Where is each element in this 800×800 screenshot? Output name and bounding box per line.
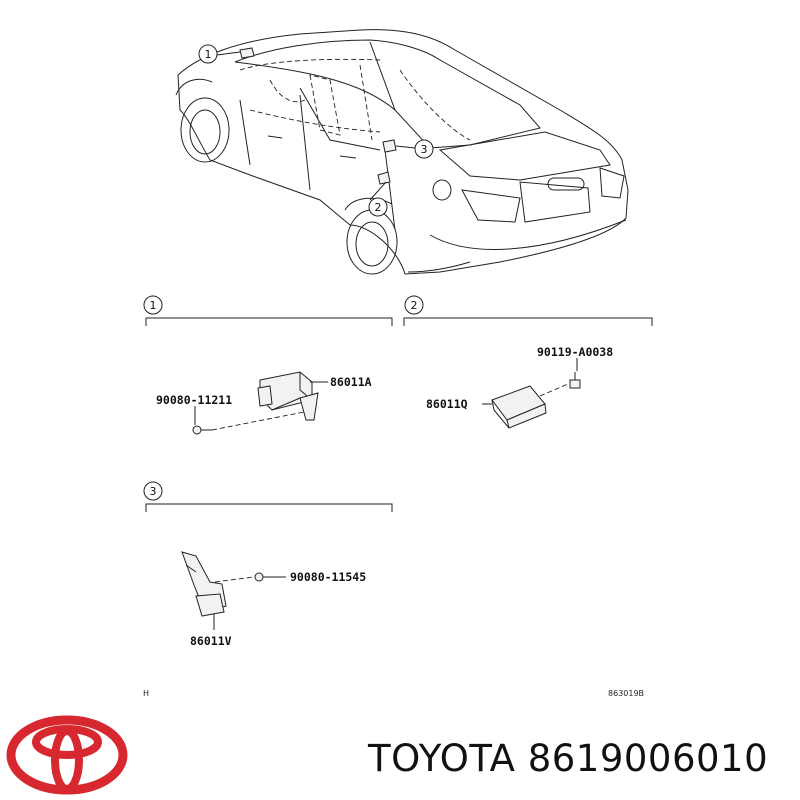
svg-text:86011Q: 86011Q [426, 397, 468, 411]
svg-text:90119-A0038: 90119-A0038 [537, 345, 613, 359]
brand-name: TOYOTA [368, 737, 516, 780]
brand-part-title: TOYOTA 8619006010 [368, 737, 768, 780]
svg-text:3: 3 [150, 485, 157, 498]
svg-text:1: 1 [205, 48, 212, 61]
toyota-logo-icon [6, 715, 128, 795]
section-3: 3 90080-11545 86011V [143, 481, 393, 648]
bolt-90080-11211 [192, 425, 212, 435]
sensor-86011V [181, 551, 227, 617]
car-illustration [175, 29, 629, 275]
car-callout-2: 2 [368, 181, 388, 217]
svg-text:90080-11211: 90080-11211 [156, 393, 232, 407]
bolt-90080-11545 [254, 572, 286, 582]
sensor-86011Q [491, 385, 547, 429]
section-2: 2 90119-A0038 86011Q [403, 295, 653, 429]
part-number: 8619006010 [527, 737, 769, 780]
svg-text:90080-11545: 90080-11545 [290, 570, 366, 584]
diagram-code-left: H [143, 689, 149, 698]
svg-text:2: 2 [411, 299, 418, 312]
bolt-90119-A0038 [569, 372, 581, 389]
diagram-code-right: 863019B [608, 689, 644, 698]
svg-text:3: 3 [421, 143, 428, 156]
sensor-86011A [257, 371, 319, 421]
car-callout-1: 1 [198, 44, 241, 64]
svg-text:86011V: 86011V [190, 634, 232, 648]
svg-text:2: 2 [375, 201, 382, 214]
car-callout-3: 3 [395, 139, 434, 159]
section-1: 1 86011A 90080-11211 [143, 295, 393, 435]
svg-text:86011A: 86011A [330, 375, 372, 389]
svg-text:1: 1 [150, 299, 157, 312]
